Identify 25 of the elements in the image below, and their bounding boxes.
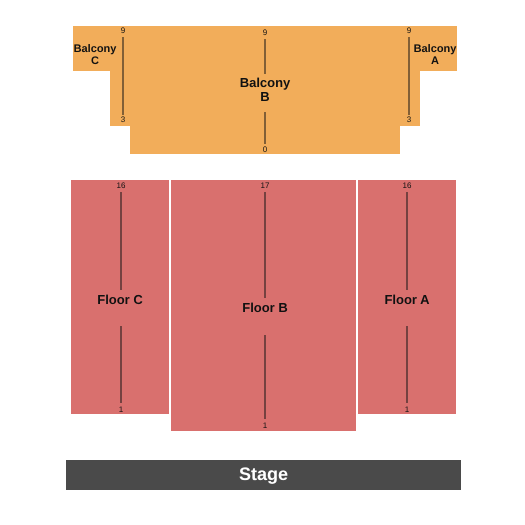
row-number: 1 xyxy=(262,422,268,430)
row-number: 3 xyxy=(406,116,412,124)
seating-section xyxy=(171,180,356,431)
row-number: 9 xyxy=(262,29,268,37)
row-number: 1 xyxy=(118,406,124,414)
seating-section xyxy=(73,26,130,126)
section-label: Balcony B xyxy=(238,76,292,105)
section-label: Balcony C xyxy=(73,43,117,68)
section-label: Balcony A xyxy=(413,43,457,68)
row-number: 1 xyxy=(404,406,410,414)
section-label: Floor A xyxy=(384,293,430,308)
row-number: 0 xyxy=(262,146,268,154)
row-number: 9 xyxy=(406,27,412,35)
seating-section xyxy=(71,180,169,414)
seating-section xyxy=(358,180,456,414)
stage-label: Stage xyxy=(238,465,290,485)
stage xyxy=(66,460,461,490)
section-label: Floor B xyxy=(242,301,288,316)
row-number: 16 xyxy=(402,182,412,190)
section-label: Floor C xyxy=(97,293,143,308)
row-number: 16 xyxy=(116,182,126,190)
row-number: 3 xyxy=(120,116,126,124)
row-number: 17 xyxy=(260,182,270,190)
seating-section xyxy=(400,26,457,126)
row-number: 9 xyxy=(120,27,126,35)
